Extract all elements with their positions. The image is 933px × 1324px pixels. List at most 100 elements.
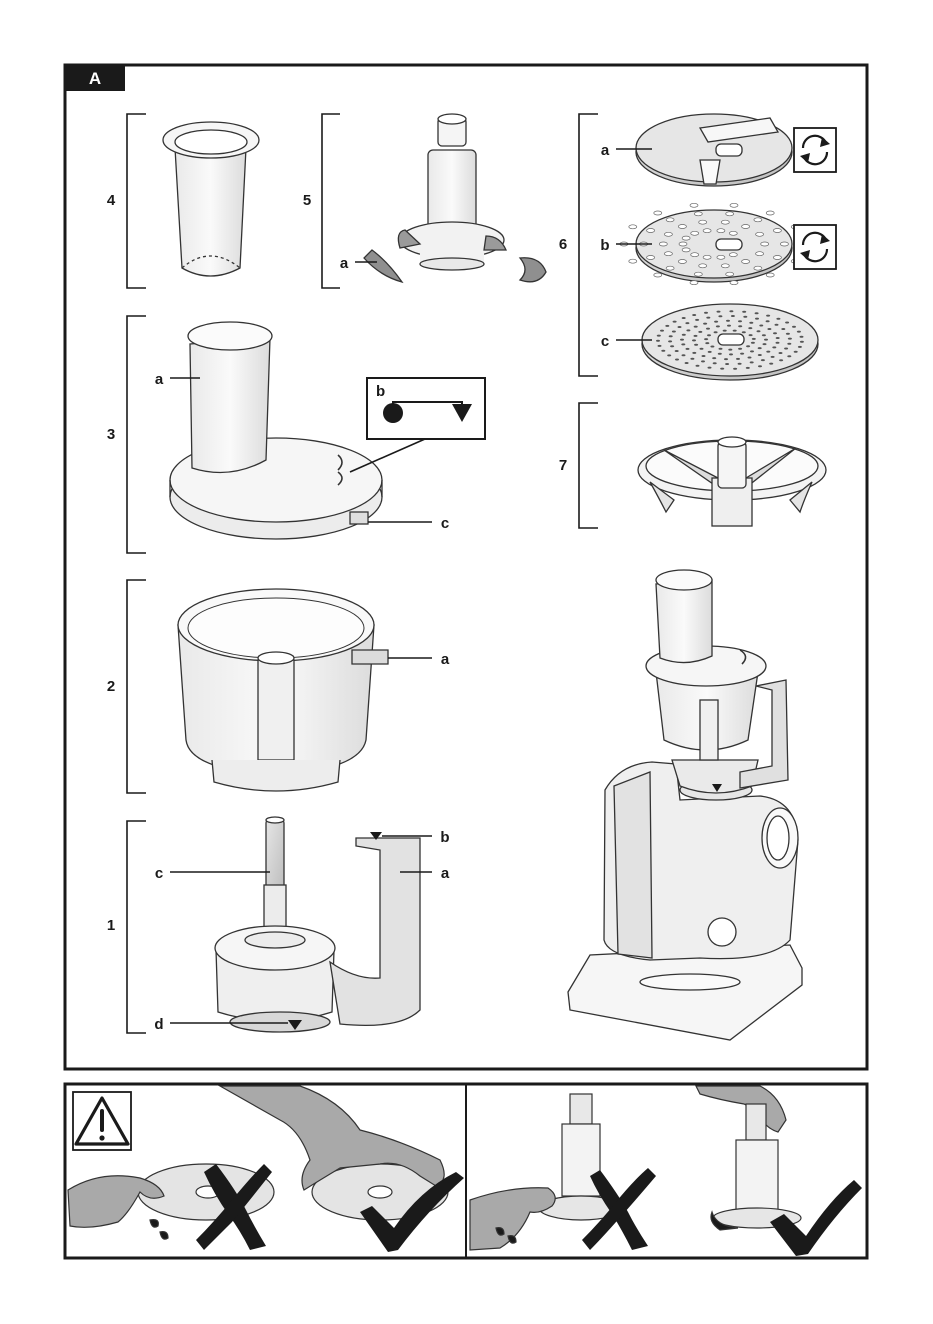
grater-hole <box>758 365 762 367</box>
grater-hole <box>800 341 804 343</box>
grater-hole <box>686 348 690 350</box>
part-5-blade-knife <box>364 114 546 282</box>
grater-hole <box>757 330 761 332</box>
part-4-feed-tube <box>163 122 259 276</box>
grater-hole <box>784 348 788 350</box>
part-2-bowl <box>178 589 388 791</box>
grater-hole <box>742 331 746 333</box>
disc-hole <box>730 281 738 285</box>
disc-hole <box>678 225 686 229</box>
grater-hole <box>675 359 679 361</box>
disc-hole <box>659 242 667 246</box>
grater-hole <box>692 352 696 354</box>
grater-hole <box>750 361 754 363</box>
part-1-drive-unit <box>215 817 420 1032</box>
grater-hole <box>656 340 660 342</box>
disc-hole <box>703 255 711 259</box>
grater-hole <box>751 342 755 344</box>
grater-hole <box>680 339 684 341</box>
grater-hole <box>761 359 765 361</box>
grater-hole <box>696 365 700 367</box>
grater-hole <box>657 335 661 337</box>
grater-hole <box>686 329 690 331</box>
grater-hole <box>772 346 776 348</box>
grater-hole <box>781 328 785 330</box>
grater-hole <box>694 344 698 346</box>
disc-hole <box>691 253 699 257</box>
disc-hole <box>682 248 690 252</box>
grater-hole <box>703 323 707 325</box>
grater-hole <box>787 343 791 345</box>
grater-hole <box>773 332 777 334</box>
grater-hole <box>660 330 664 332</box>
part-number-1: 1 <box>107 917 115 934</box>
grater-hole <box>726 320 730 322</box>
part-number-2: 2 <box>107 678 115 695</box>
grater-hole <box>714 321 718 323</box>
grater-hole <box>798 346 802 348</box>
grater-hole <box>716 325 720 327</box>
grater-hole <box>707 334 711 336</box>
grater-hole <box>682 317 686 319</box>
part-6a-slicing-disc <box>636 114 792 186</box>
disc-hole <box>761 242 769 246</box>
disc-hole <box>721 220 729 224</box>
disc-hole <box>773 256 781 260</box>
grater-hole <box>787 355 791 357</box>
rotate-arrows-icon-2 <box>794 225 836 269</box>
grater-hole <box>661 350 665 352</box>
disc-hole <box>647 229 655 233</box>
callout-1d: d <box>154 1016 163 1033</box>
callout-1b: b <box>440 829 449 846</box>
grater-hole <box>692 314 696 316</box>
rotate-arrows-icon-1 <box>794 128 836 172</box>
disc-hole <box>682 236 690 240</box>
disc-hole <box>629 259 637 263</box>
grater-hole <box>759 325 763 327</box>
grater-hole <box>675 350 679 352</box>
grater-hole <box>685 322 689 324</box>
grater-hole <box>694 335 698 337</box>
callout-3a: a <box>155 371 164 388</box>
part-6c-grating-disc <box>642 304 818 380</box>
grater-hole <box>792 326 796 328</box>
grater-hole <box>719 348 723 350</box>
grater-hole <box>786 333 790 335</box>
disc-hole <box>754 218 762 222</box>
grater-hole <box>704 338 708 340</box>
disc-hole <box>699 220 707 224</box>
disc-hole <box>694 212 702 216</box>
disc-hole <box>678 260 686 264</box>
disc-hole <box>703 229 711 233</box>
grater-hole <box>766 320 770 322</box>
grater-hole <box>766 351 770 353</box>
disc-hole <box>654 211 662 215</box>
scene-pusher-right <box>696 1086 801 1230</box>
grater-hole <box>729 353 733 355</box>
grater-hole <box>738 320 742 322</box>
grater-hole <box>738 325 742 327</box>
grater-hole <box>706 317 710 319</box>
grater-hole <box>723 330 727 332</box>
disc-hole <box>654 273 662 277</box>
grater-hole <box>746 367 750 369</box>
disc-hole <box>690 203 698 207</box>
grater-hole <box>685 362 689 364</box>
grater-hole <box>708 351 712 353</box>
grater-hole <box>710 346 714 348</box>
grater-hole <box>682 334 686 336</box>
grater-hole <box>668 340 672 342</box>
grater-hole <box>718 315 722 317</box>
grater-hole <box>755 312 759 314</box>
grater-hole <box>692 339 696 341</box>
grater-hole <box>746 345 750 347</box>
disc-hole <box>699 264 707 268</box>
grater-hole <box>694 326 698 328</box>
part-number-7: 7 <box>559 457 567 474</box>
callout-1a: a <box>441 865 450 882</box>
grater-hole <box>670 345 674 347</box>
grater-hole <box>665 325 669 327</box>
grater-hole <box>740 353 744 355</box>
disc-hole <box>629 225 637 229</box>
